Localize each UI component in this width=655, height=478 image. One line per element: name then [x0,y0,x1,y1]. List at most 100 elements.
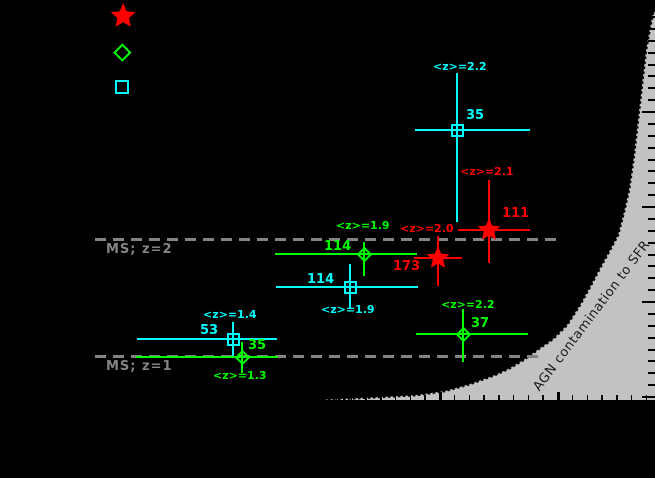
bottom-axis-minor-tick [645,395,647,400]
z-label-star-z2p0: <z>=2.0 [400,222,454,235]
right-axis-minor-tick [648,372,655,375]
z-label-diamond-z1p3: <z>=1.3 [213,369,267,382]
right-axis-minor-tick [648,182,655,185]
z-label-diamond-z1p9: <z>=1.9 [336,219,390,232]
count-label-square-z1p4: 53 [200,323,219,338]
right-axis-minor-tick [648,134,655,137]
bottom-axis-minor-tick [335,395,338,400]
bottom-axis-minor-tick [365,395,367,400]
errorbar-v-diamond-z1p3 [240,342,244,373]
bottom-axis-major-tick [85,392,88,401]
errorbar-h-square-z1p4 [137,337,277,341]
count-label-diamond-z2p2: 37 [471,316,490,331]
bottom-axis-minor-tick [394,395,397,400]
z-label-square-z1p4: <z>=1.4 [203,308,257,321]
bottom-axis-minor-tick [586,395,588,400]
ms-dashed-line-0 [95,238,560,241]
bottom-axis-minor-tick [276,395,279,400]
bottom-axis-minor-tick [217,395,220,400]
right-axis-minor-tick [648,39,655,42]
bottom-axis-minor-tick [498,395,500,400]
point-star-z2p0-star-icon [426,246,450,268]
bottom-axis-minor-tick [158,395,161,400]
bottom-axis-minor-tick [232,395,234,400]
bottom-axis-minor-tick [630,395,633,400]
errorbar-h-diamond-z1p3 [136,355,278,359]
right-axis-minor-tick [648,348,655,351]
count-label-star-z2p0: 173 [393,259,421,274]
point-square-z2p2-square-icon [450,123,464,137]
bottom-axis-minor-tick [247,395,249,400]
right-axis-minor-tick [648,336,655,339]
bottom-axis-minor-tick [571,395,574,400]
bottom-axis-minor-tick [262,395,264,400]
right-axis-major-tick [642,111,655,113]
errorbar-h-diamond-z1p9 [275,252,417,256]
bottom-axis-minor-tick [616,395,618,400]
right-axis-minor-tick [648,360,655,363]
plot-frame-top [88,10,655,12]
errorbar-h-square-z2p2 [415,128,530,132]
right-axis-minor-tick [648,27,655,30]
bottom-axis-minor-tick [527,395,529,400]
bottom-axis-minor-tick [129,395,131,400]
bottom-axis-minor-tick [380,395,382,400]
legend-square-square-icon [114,79,130,95]
right-axis-minor-tick [648,158,655,161]
agn-region [293,12,655,401]
right-axis-minor-tick [648,170,655,173]
count-label-star-z2p1: 111 [502,206,530,221]
errorbar-h-square-z1p9 [276,285,418,289]
right-axis-minor-tick [648,99,655,102]
right-axis-minor-tick [648,289,655,292]
bottom-axis-major-tick [203,392,206,401]
right-axis-minor-tick [648,384,655,387]
z-label-square-z1p9: <z>=1.9 [321,303,375,316]
plot-frame-bottom [88,400,655,402]
bottom-axis-minor-tick [409,395,411,400]
right-axis-minor-tick [648,241,655,244]
right-axis-minor-tick [648,324,655,327]
agn-region-hatched-edge [292,10,655,403]
point-square-z1p9-square-icon [343,280,357,294]
right-axis-minor-tick [648,51,655,54]
bottom-axis-minor-tick [291,395,293,400]
errorbar-v-square-z1p4 [231,322,235,356]
right-axis-minor-tick [648,277,655,280]
right-axis-major-tick [642,301,655,303]
bottom-axis-minor-tick [468,395,470,400]
bottom-axis-minor-tick [350,395,352,400]
bottom-axis-minor-tick [512,395,515,400]
count-label-diamond-z1p3: 35 [248,338,267,353]
bottom-axis-major-tick [557,392,560,401]
right-axis-minor-tick [648,229,655,232]
right-axis-minor-tick [648,87,655,90]
bottom-axis-minor-tick [114,395,116,400]
count-label-square-z1p9: 114 [307,272,335,287]
right-axis-major-tick [642,396,655,398]
right-axis-minor-tick [648,146,655,149]
bottom-axis-minor-tick [601,395,603,400]
bottom-axis-minor-tick [306,395,308,400]
count-label-square-z2p2: 35 [466,108,485,123]
bottom-axis-minor-tick [453,395,456,400]
right-axis-major-tick [642,206,655,208]
errorbar-h-diamond-z2p2 [416,332,528,336]
z-label-star-z2p1: <z>=2.1 [460,165,514,178]
bottom-axis-major-tick [439,392,442,401]
right-axis-minor-tick [648,265,655,268]
bottom-axis-minor-tick [188,395,190,400]
right-axis-minor-tick [648,63,655,66]
right-axis-minor-tick [648,194,655,197]
right-axis-minor-tick [648,312,655,315]
right-axis-minor-tick [648,253,655,256]
bottom-axis-minor-tick [173,395,175,400]
ms-line-label-0: MS; z=2 [106,242,173,257]
legend-star-star-icon [110,2,136,27]
errorbar-v-diamond-z2p2 [461,309,465,362]
bottom-axis-minor-tick [424,395,426,400]
bottom-axis-minor-tick [542,395,544,400]
bottom-axis-major-tick [321,392,324,401]
